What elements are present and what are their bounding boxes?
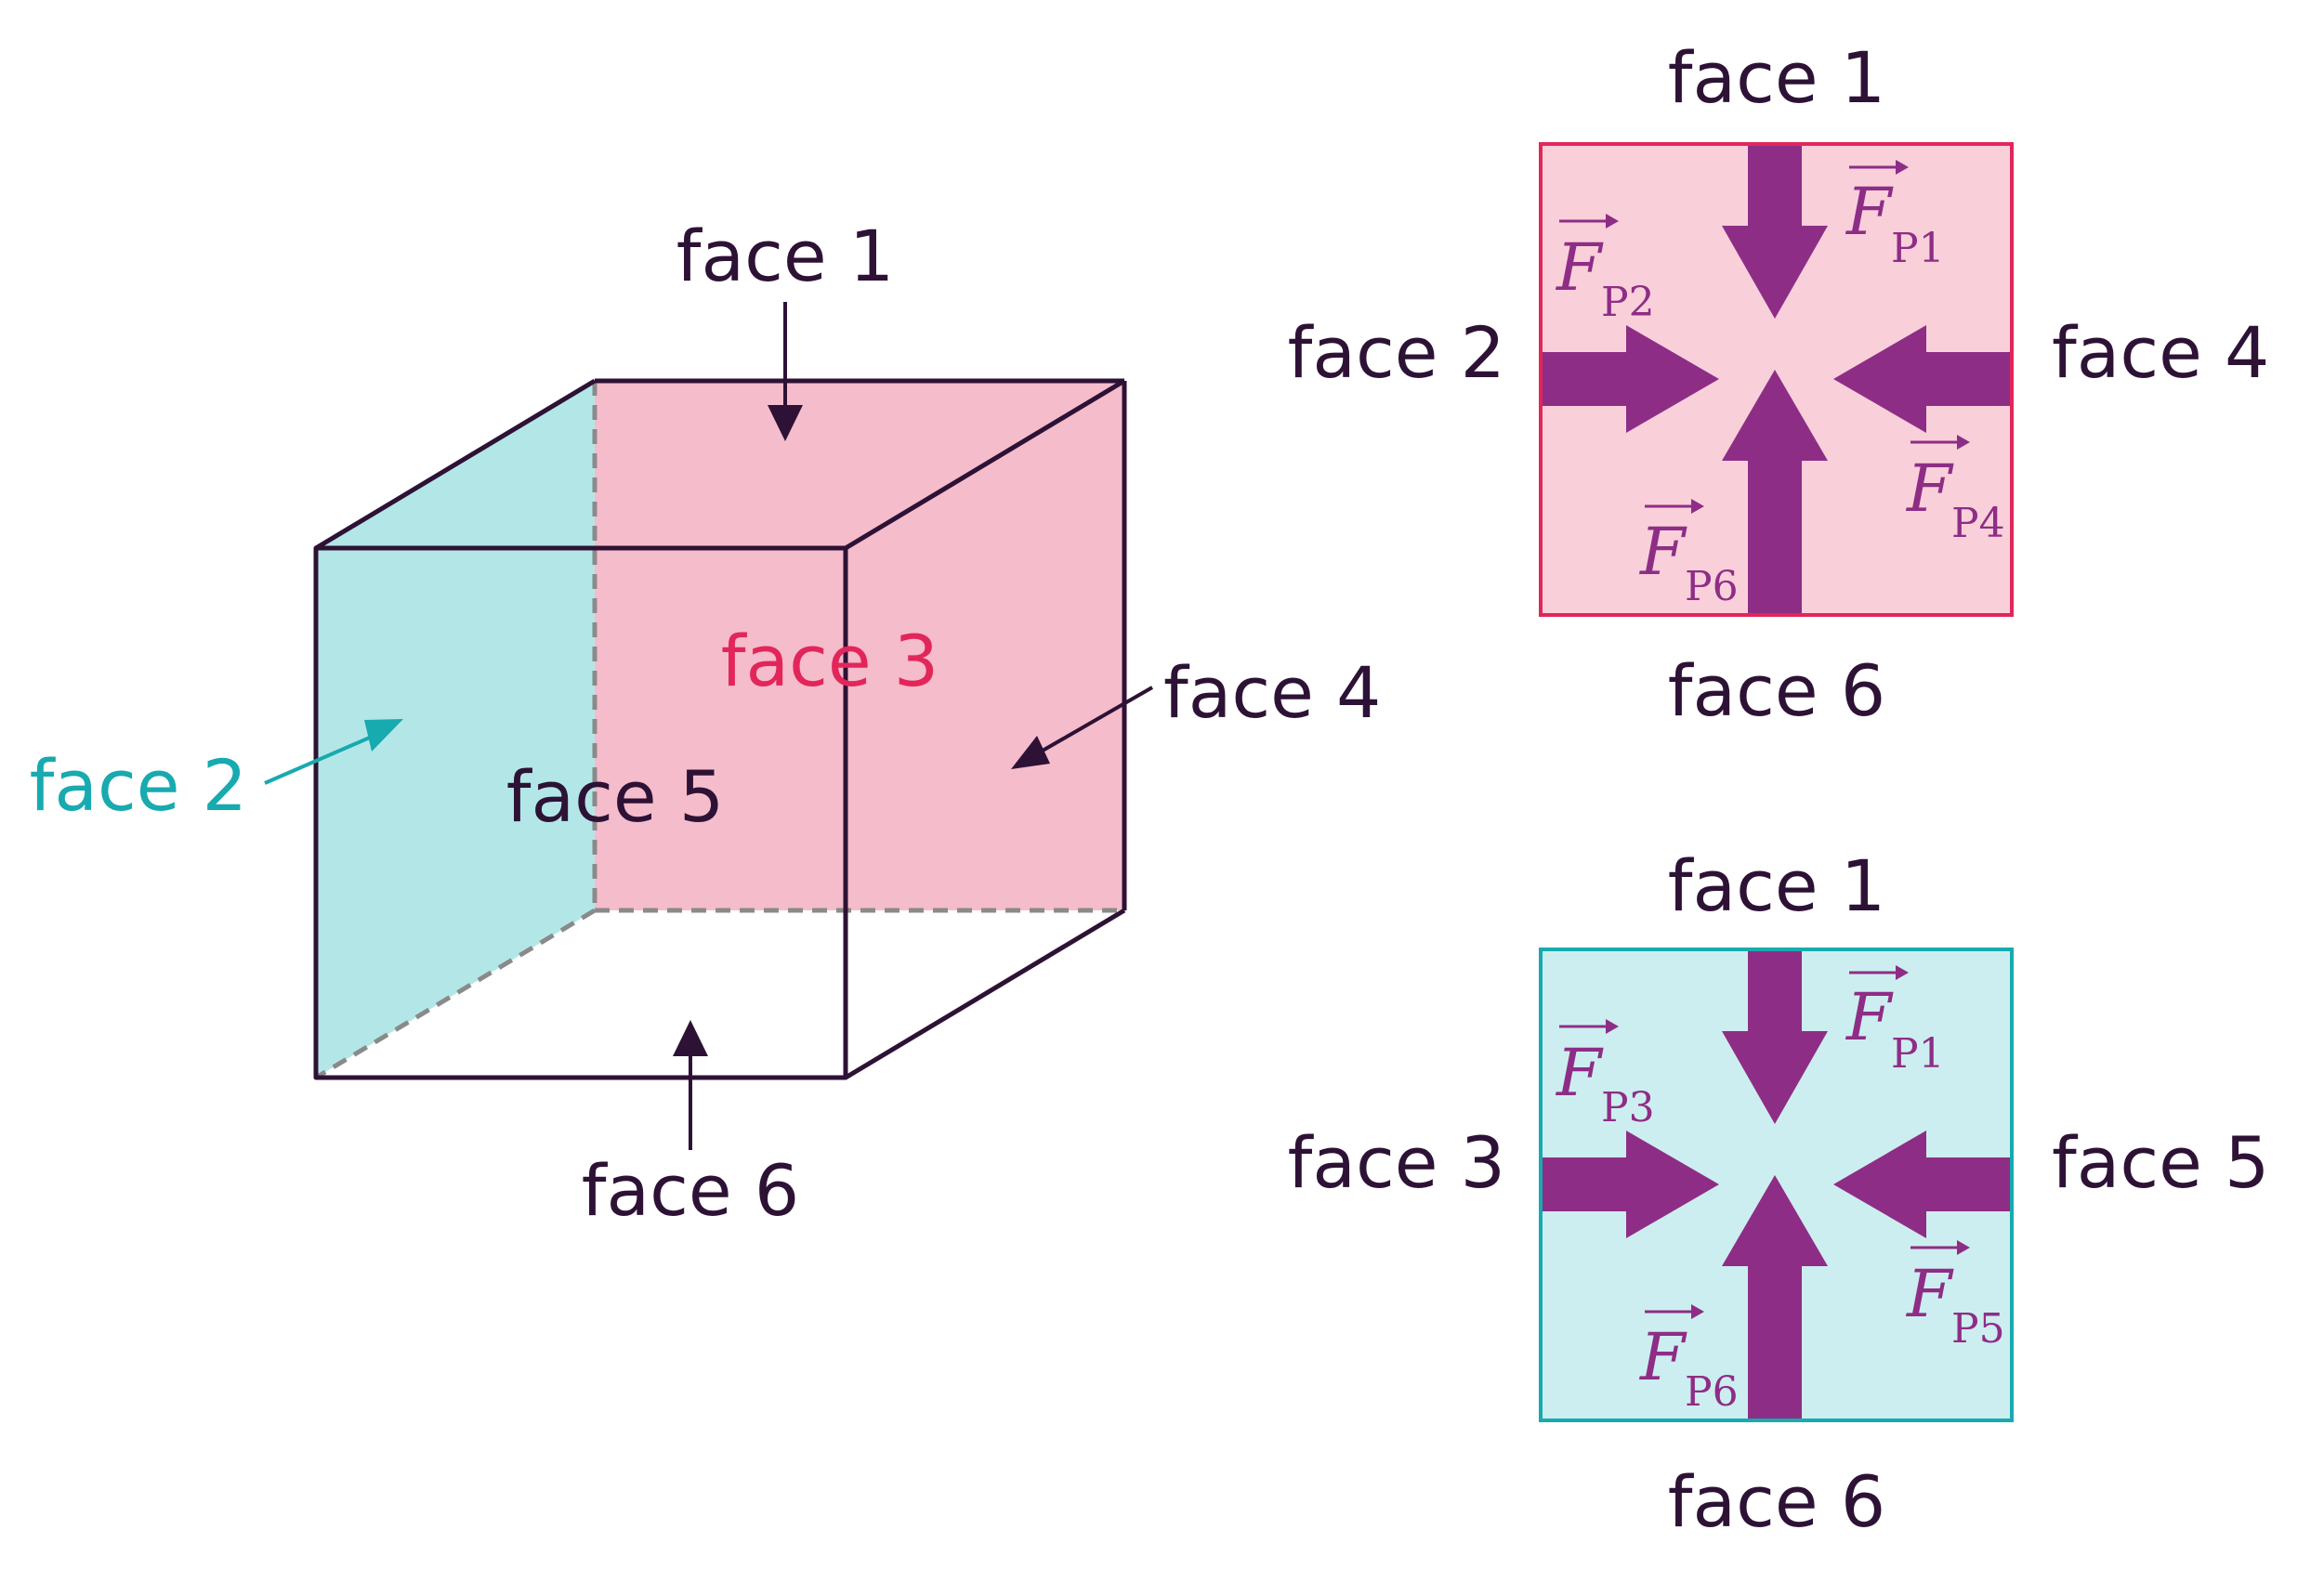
teal-vector-p3-symbol: F [1555,1035,1604,1111]
teal-vector-p5-symbol: F [1905,1256,1954,1332]
face1-pointer [768,302,803,441]
pink-vector-p6-symbol: F [1638,514,1687,590]
pink-vector-p4: F P4 [1905,435,2005,547]
face4-pointer [1011,686,1153,769]
pink-vector-p1-symbol: F [1845,174,1894,250]
teal-vector-p3: F P3 [1555,1019,1655,1131]
face2-pointer [264,719,403,785]
teal-label-bottom: face 6 [1668,1460,1885,1543]
arrow-up [1722,370,1828,613]
pink-vector-p6-sub: P6 [1685,563,1739,610]
cube-edges [313,378,1127,1080]
arrow-down [1722,951,1828,1124]
pink-vector-p6: F P6 [1638,499,1739,610]
cube-label-face5: face 5 [506,755,724,838]
teal-vector-p6: F P6 [1638,1304,1739,1416]
pink-vector-p4-symbol: F [1905,451,1954,527]
pink-vector-p4-sub: P4 [1951,500,2005,547]
cube-label-face2: face 2 [30,744,247,827]
arrow-up [1722,1175,1828,1419]
pink-force-square: F P1 F P2 F P4 F P6 face 1 face 2 face 4… [1288,36,2270,732]
teal-vector-p6-symbol: F [1638,1319,1687,1395]
pink-label-left: face 2 [1288,311,1505,394]
pink-label-top: face 1 [1668,36,1885,119]
pink-vector-p2-sub: P2 [1601,279,1655,326]
teal-force-square: F P1 F P3 F P5 F P6 face 1 face 3 face 5… [1288,844,2270,1543]
teal-label-left: face 3 [1288,1121,1505,1204]
cube-label-face1: face 1 [676,215,894,297]
cube-label-face3: face 3 [721,620,939,702]
arrow-left [1833,1131,2010,1238]
face6-pointer [673,1020,708,1150]
teal-vector-p3-sub: P3 [1601,1084,1655,1131]
teal-vector-p5-sub: P5 [1951,1305,2005,1353]
teal-vector-p1: F P1 [1845,965,1945,1078]
arrow-right [1543,1131,1719,1238]
cube-left-face [316,381,595,1078]
force-arrows-pink [1543,146,2010,613]
pink-vector-p2: F P2 [1555,214,1655,326]
arrow-left [1833,325,2010,433]
arrow-right [1543,325,1719,433]
pink-label-bottom: face 6 [1668,649,1885,732]
teal-vector-p1-symbol: F [1845,979,1894,1055]
force-arrows-teal [1543,951,2010,1419]
pink-label-right: face 4 [2052,311,2269,394]
cube-back-face [595,381,1124,910]
teal-vector-p5: F P5 [1905,1240,2005,1353]
teal-label-top: face 1 [1668,844,1885,927]
teal-vector-p1-sub: P1 [1891,1030,1945,1078]
cube-label-face4: face 4 [1163,651,1381,734]
cube-hidden-edges [314,381,1124,1080]
teal-label-right: face 5 [2052,1121,2269,1204]
arrow-down [1722,146,1828,319]
pink-vector-p1-sub: P1 [1891,225,1945,272]
pink-vector-p2-symbol: F [1555,229,1604,306]
teal-vector-p6-sub: P6 [1685,1368,1739,1416]
cube: face 1 face 3 face 4 face 5 face 2 face … [30,215,1382,1232]
pink-vector-p1: F P1 [1845,160,1945,272]
cube-label-face6: face 6 [582,1149,799,1232]
